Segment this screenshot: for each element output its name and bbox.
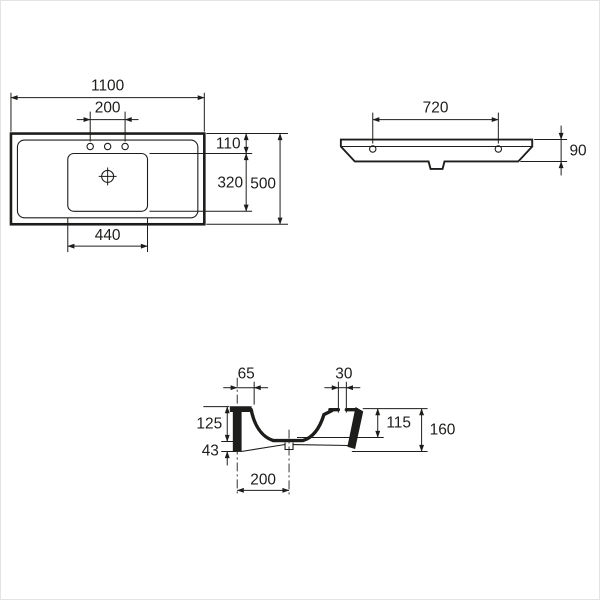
dim-group-total-depth: 500 — [250, 133, 283, 225]
dim-label-30: 30 — [335, 366, 352, 383]
fixing-hole-left — [369, 145, 377, 153]
drain-crosshair — [98, 167, 117, 186]
fixing-hole-right — [494, 145, 503, 153]
dim-label-720: 720 — [423, 100, 449, 117]
dim-label-440: 440 — [95, 227, 121, 244]
plan-basin-outline — [9, 132, 206, 226]
section-view: 65 30 125 43 115 160 200 — [196, 366, 455, 497]
front-basin-outline — [339, 138, 534, 170]
underside-lines — [241, 443, 349, 453]
dim-label-125: 125 — [196, 416, 222, 433]
plan-outer-edge — [9, 132, 206, 226]
extension-lines — [297, 408, 428, 439]
back-apron-section — [347, 407, 364, 450]
plan-rim-inner-edge — [16, 139, 199, 219]
extension-lines — [337, 381, 347, 413]
plan-tap-holes — [86, 142, 129, 151]
front-view: 720 90 — [339, 100, 587, 176]
section-basin-outline — [229, 377, 364, 497]
dim-group-fixing-centres: 720 — [372, 100, 499, 144]
dim-group-tap-spacing: 200 — [76, 100, 139, 142]
dim-group-depth-chain: 110 320 — [149, 133, 289, 225]
dim-label-90: 90 — [569, 142, 586, 159]
dim-label-320: 320 — [217, 174, 243, 191]
dim-group-total-width: 1100 — [10, 78, 205, 132]
plan-drain-symbol — [98, 167, 117, 186]
dim-group-bowl-width: 440 — [67, 218, 149, 253]
dim-group-total-height: 160 — [351, 408, 456, 452]
tap-hole-left — [86, 142, 94, 151]
dim-group-front-edge: 65 — [223, 366, 269, 405]
dim-label-200-outlet: 200 — [250, 471, 276, 488]
dim-label-43: 43 — [202, 442, 219, 459]
dim-group-front-to-outlet: 200 — [236, 471, 290, 493]
dim-label-160: 160 — [430, 422, 456, 439]
plan-view: 1100 200 110 320 500 440 — [9, 78, 289, 253]
bowl-wall — [249, 407, 334, 443]
dim-group-basin-depth: 115 — [297, 408, 428, 439]
dim-group-front-height: 90 — [520, 125, 587, 176]
plan-bowl — [67, 152, 149, 212]
front-apron-section — [229, 406, 252, 452]
drain-outlet — [284, 442, 294, 451]
dim-label-115: 115 — [386, 415, 411, 432]
dim-label-500: 500 — [250, 175, 276, 192]
dim-label-200-taps: 200 — [95, 100, 121, 117]
dim-group-left-chain: 125 43 — [196, 406, 237, 466]
dim-label-1100: 1100 — [91, 78, 124, 95]
front-profile — [339, 138, 534, 170]
dim-group-tap-hole: 30 — [324, 366, 361, 413]
dim-label-65: 65 — [238, 366, 255, 383]
tap-hole-center — [103, 142, 112, 151]
extension-lines — [89, 111, 126, 142]
tap-hole-right — [121, 142, 129, 151]
dim-label-110: 110 — [216, 136, 241, 153]
